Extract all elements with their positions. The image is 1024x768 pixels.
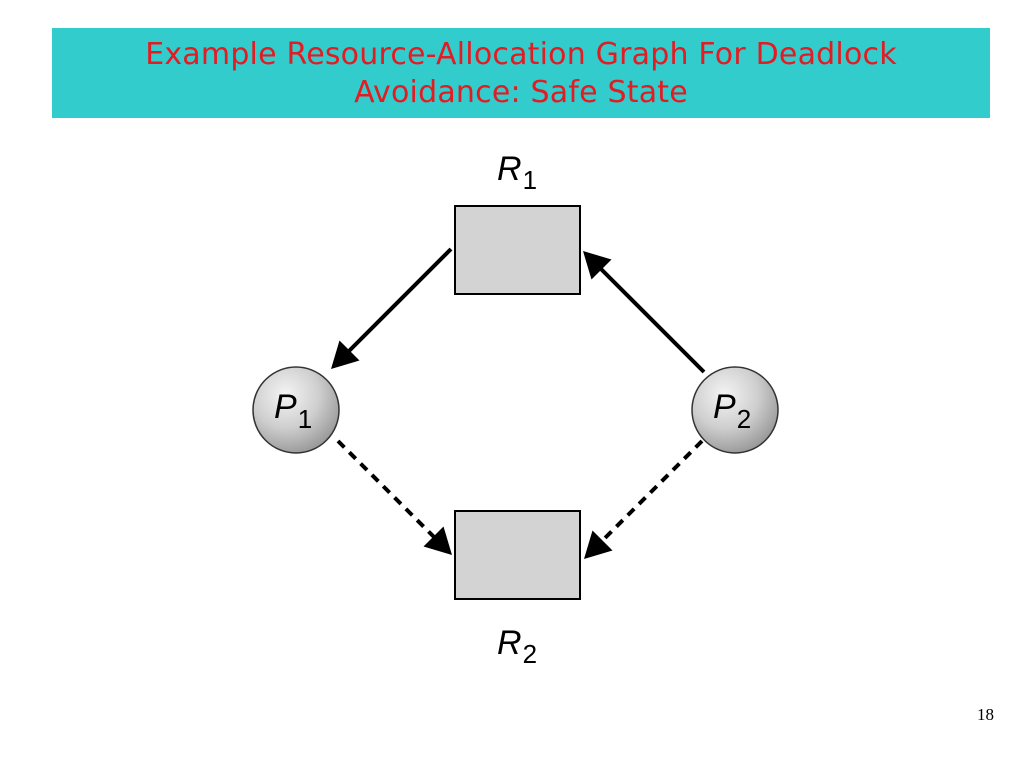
edge-p2-to-r2-arrowhead (584, 530, 613, 559)
edge-r1-to-p1 (343, 247, 453, 357)
edge-p1-to-r2-arrowhead (423, 526, 452, 555)
edge-p2-to-r1-arrowhead (583, 251, 612, 280)
process-p1-label: P1 (274, 388, 312, 434)
edge-p2-to-r2 (596, 439, 704, 547)
resource-r1: R1 (454, 150, 581, 295)
process-p1-circle (252, 366, 340, 454)
slide-title-line-1: Example Resource-Allocation Graph For De… (145, 37, 897, 72)
page-number: 18 (977, 705, 994, 724)
resource-r1-box (454, 205, 581, 295)
process-p2: P2 (691, 366, 779, 454)
process-p2-label: P2 (713, 388, 751, 434)
edge-p2-to-r1 (596, 264, 706, 374)
process-p2-circle (691, 366, 779, 454)
resource-r2: R2 (454, 510, 581, 669)
process-p1: P1 (252, 366, 340, 454)
resource-r2-box (454, 510, 581, 600)
resource-r2-label: R2 (497, 624, 537, 669)
edge-r1-to-p1-arrowhead (331, 340, 360, 369)
title-band: Example Resource-Allocation Graph For De… (52, 28, 990, 118)
slide-title-line-2: Avoidance: Safe State (354, 75, 688, 110)
edges (331, 247, 706, 559)
edge-p1-to-r2 (336, 439, 440, 543)
resource-r1-label: R1 (497, 150, 537, 195)
